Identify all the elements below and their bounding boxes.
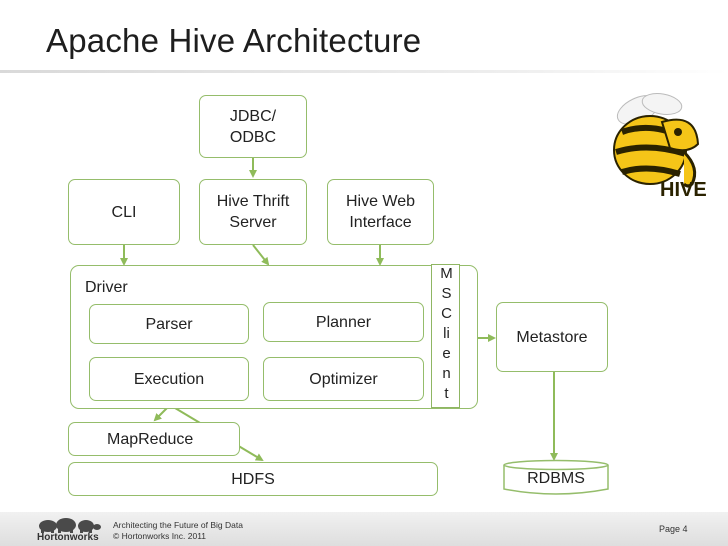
arrow-thrift-to-driver	[252, 244, 270, 266]
hdfs-label: HDFS	[231, 470, 275, 488]
ms-client-letter: M	[440, 265, 453, 282]
planner-label: Planner	[315, 313, 372, 331]
hortonworks-elephants-icon	[39, 518, 101, 533]
cli-label: CLI	[111, 203, 137, 221]
rdbms-cylinder	[503, 459, 609, 495]
hive-thrift-server-box: Hive Thrift Server	[199, 179, 307, 245]
parser-label: Parser	[145, 315, 193, 333]
footer-bar	[0, 512, 728, 546]
hive-web-interface-box: Hive Web Interface	[327, 179, 434, 245]
ms-client-letter: e	[442, 345, 451, 362]
hive-logo-text: HIVE	[660, 179, 707, 201]
footer-text: Architecting the Future of Big Data © Ho…	[113, 520, 243, 542]
mapreduce-box: MapReduce	[68, 422, 240, 456]
slide-title: Apache Hive Architecture	[46, 22, 422, 59]
optimizer-label: Optimizer	[309, 370, 378, 388]
driver-label: Driver	[85, 279, 128, 296]
ms-client-letter: S	[441, 285, 452, 302]
hive-bee-elephant-icon: HIVE	[613, 93, 707, 201]
hdfs-box: HDFS	[68, 462, 438, 496]
parser-box: Parser	[89, 304, 249, 344]
hive-web-interface-label: Hive Web Interface	[345, 193, 416, 231]
cli-box: CLI	[68, 179, 180, 245]
ms-client-box: M S C li e n t	[431, 264, 460, 408]
page-number: Page 4	[659, 524, 688, 534]
ms-client-letter: n	[442, 365, 451, 382]
footer-copyright: © Hortonworks Inc. 2011	[113, 531, 207, 541]
title-divider	[0, 70, 728, 73]
ms-client-letter: t	[444, 385, 449, 402]
jdbc-odbc-label: JDBC/ ODBC	[229, 107, 277, 146]
execution-box: Execution	[89, 357, 249, 401]
mapreduce-label: MapReduce	[107, 430, 194, 448]
hive-thrift-server-label: Hive Thrift Server	[216, 193, 290, 231]
metastore-box: Metastore	[496, 302, 608, 372]
metastore-label: Metastore	[516, 328, 588, 346]
hortonworks-brand: Hortonworks	[37, 532, 99, 543]
planner-box: Planner	[263, 302, 424, 342]
ms-client-letter: C	[441, 305, 452, 322]
ms-client-letter: li	[443, 325, 450, 342]
jdbc-odbc-box: JDBC/ ODBC	[199, 95, 307, 158]
optimizer-box: Optimizer	[263, 357, 424, 401]
rdbms-label: RDBMS	[527, 470, 585, 487]
footer-tagline: Architecting the Future of Big Data	[113, 520, 243, 530]
execution-label: Execution	[133, 370, 205, 388]
